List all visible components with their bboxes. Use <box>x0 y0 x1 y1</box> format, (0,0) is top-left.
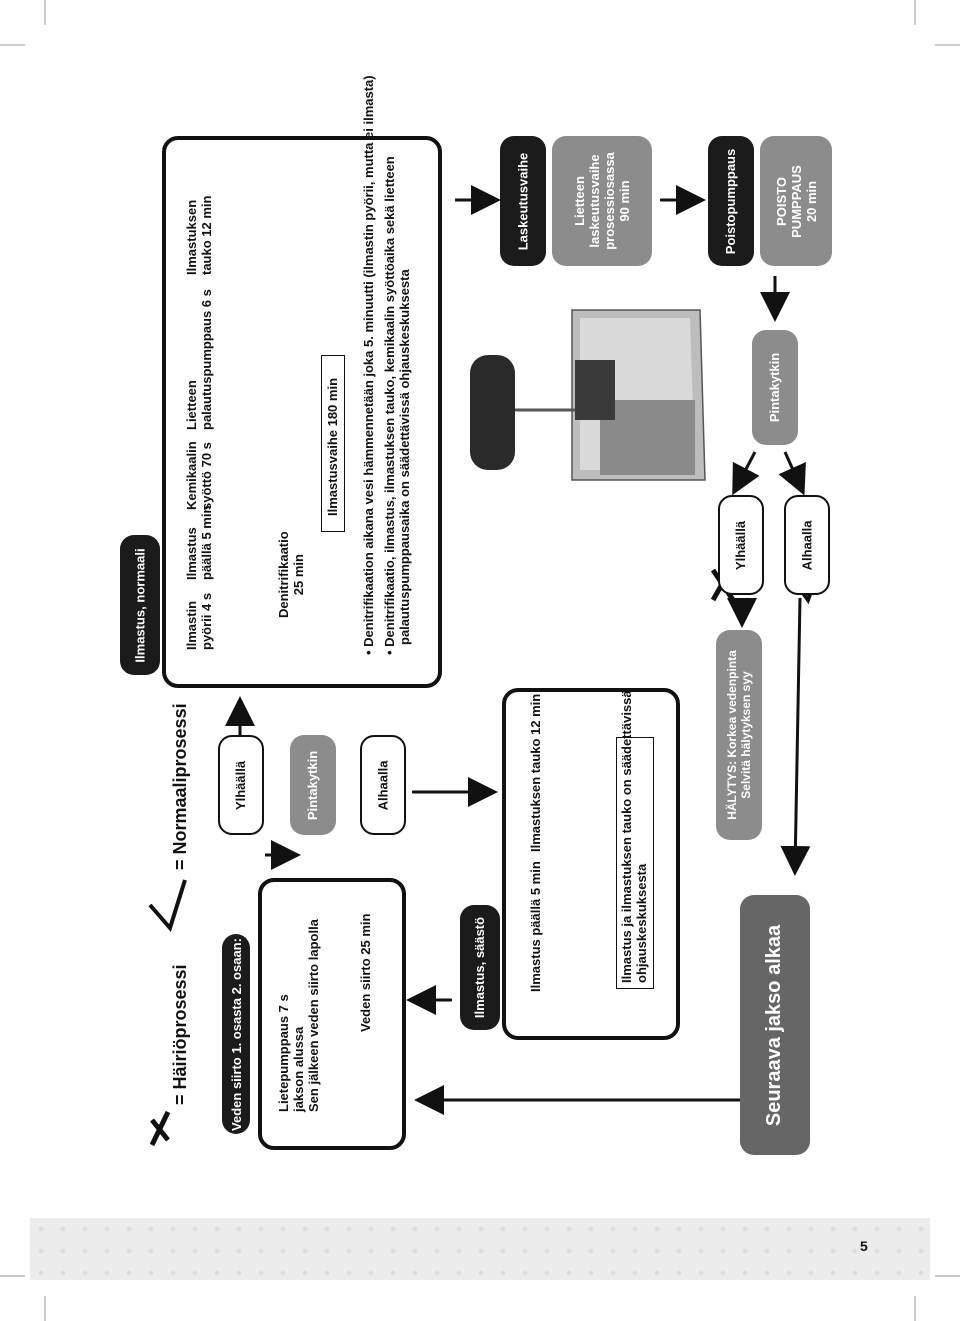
footer-pattern <box>30 1218 930 1280</box>
veden-siirto-text: Lietepumppaus 7 s jakson alussa Sen jälk… <box>276 919 321 1112</box>
normaali-col3: Kemikaalin syöttö 70 s <box>184 441 214 510</box>
next-cycle-box: Seuraava jakso alkaa <box>740 895 810 1155</box>
normal-mark-icon <box>148 879 187 933</box>
fault-mark-icon <box>149 1110 171 1147</box>
page-number: 5 <box>860 1238 868 1254</box>
saasto-note: Ilmastus ja ilmastuksen tauko on säädett… <box>619 690 649 983</box>
poisto-box: POISTO PUMPPAUS 20 min <box>760 136 832 266</box>
alarm-text: HÄLYTYS: Korkea vedenpinta Selvitä hälyt… <box>725 650 754 820</box>
saasto-label-pause: Ilmastuksen tauko 12 min <box>528 693 543 852</box>
tank-illustration <box>470 309 706 481</box>
normaali-title: Ilmastus, normaali <box>120 535 160 675</box>
veden-siirto-panel: Lietepumppaus 7 s jakson alussa Sen jälk… <box>258 878 406 1150</box>
veden-siirto-duration: Veden siirto 25 min <box>358 913 373 1033</box>
laskeutus-title: Laskeutusvaihe <box>500 136 546 266</box>
denitrifikaatio-label: Denitrifikaatio 25 min <box>276 531 306 618</box>
alarm-box: HÄLYTYS: Korkea vedenpinta Selvitä hälyt… <box>716 630 762 840</box>
legend-fault: = Häiriöprosessi <box>170 964 190 1105</box>
saasto-title: Ilmastus, säästö <box>460 905 500 1030</box>
switch1-pintakytkin: Pintakytkin <box>290 735 336 835</box>
laskeutus-text: Lietteen laskeutusvaihe prosessiosassa 9… <box>571 152 632 250</box>
normaali-col1: Ilmastin pyörii 4 s <box>184 592 214 650</box>
saasto-panel: Ilmastus päällä 5 min Ilmastuksen tauko … <box>502 688 680 1040</box>
normaali-col2: Ilmastus päällä 5 min <box>184 505 214 580</box>
legend-normal: = Normaaliprosessi <box>170 703 190 870</box>
normaali-col5: Ilmastuksen tauko 12 min <box>184 195 214 275</box>
laskeutus-box: Lietteen laskeutusvaihe prosessiosassa 9… <box>552 136 652 266</box>
veden-siirto-title: Veden siirto 1. osasta 2. osaan: <box>222 934 250 1134</box>
saasto-note-box: Ilmastus ja ilmastuksen tauko on säädett… <box>616 690 654 989</box>
switch2-down: Alhaalla <box>784 495 830 595</box>
phase-box: Ilmastusvaihe 180 min <box>321 355 345 532</box>
poisto-text: POISTO PUMPPAUS 20 min <box>773 164 819 238</box>
poisto-title: Poistopumppaus <box>708 136 754 266</box>
switch1-up: Ylhäällä <box>218 735 264 835</box>
bullet1: • Denitrifikaation aikana vesi hämmennet… <box>361 75 376 655</box>
switch2-pintakytkin: Pintakytkin <box>752 330 798 445</box>
normaali-bullets: • Denitrifikaation aikana vesi hämmennet… <box>361 75 412 655</box>
footer-band: 5 <box>30 1218 930 1280</box>
switch1-down: Alhaalla <box>360 735 406 835</box>
normaali-col4: Lietteen palautuspumppaus 6 s <box>184 289 214 430</box>
saasto-label-on: Ilmastus päällä 5 min <box>528 861 543 992</box>
bullet2: • Denitrifikaatio, ilmastus, ilmastuksen… <box>382 156 397 655</box>
normaali-panel: Ilmastin pyörii 4 s Ilmastus päällä 5 mi… <box>162 75 442 688</box>
phase-text: Ilmastusvaihe 180 min <box>325 377 340 516</box>
switch2-up: Ylhäällä <box>718 495 764 595</box>
